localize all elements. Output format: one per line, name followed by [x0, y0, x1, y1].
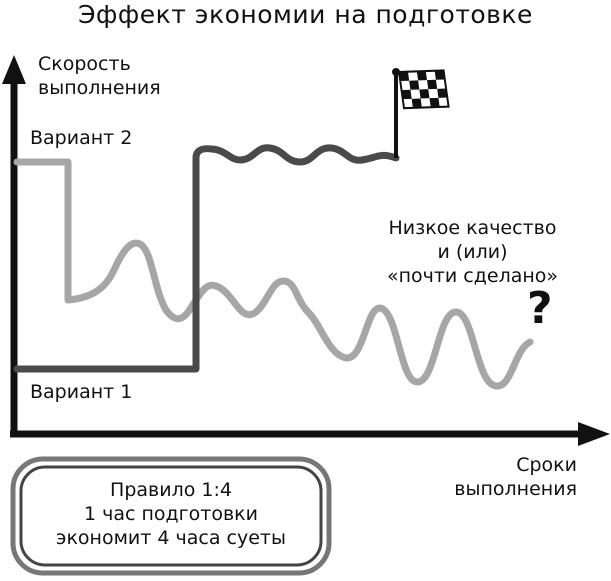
y-axis-label-line: выполнения: [38, 77, 161, 99]
x-axis-arrow: [578, 422, 610, 446]
y-axis-label: Скорость выполнения: [38, 52, 161, 100]
y-axis-label-line: Скорость: [38, 53, 131, 75]
x-axis-label-line: Сроки: [516, 454, 577, 476]
quality-note: Низкое качество и (или) «почти сделано»: [365, 216, 580, 288]
checkered-flag-icon: [392, 68, 450, 158]
question-mark: ?: [527, 283, 553, 334]
variant-1-label: Вариант 1: [30, 381, 133, 403]
page-title: Эффект экономии на подготовке: [78, 0, 533, 29]
rule-title: Правило 1:4: [110, 479, 232, 501]
variant-1-line: [13, 144, 400, 373]
rule-line: экономит 4 часа суеты: [56, 527, 286, 549]
axes: [2, 55, 610, 446]
x-axis-label: Сроки выполнения: [430, 453, 577, 501]
quality-note-line: и (или): [437, 241, 508, 263]
quality-note-line: «почти сделано»: [386, 265, 559, 287]
flag-pole-top: [392, 68, 400, 76]
variant-2-label: Вариант 2: [30, 127, 133, 149]
rule-line: 1 час подготовки: [84, 503, 258, 525]
variant-2-line: [13, 158, 534, 390]
x-axis-label-line: выполнения: [454, 478, 577, 500]
quality-note-line: Низкое качество: [388, 217, 557, 239]
rule-text: Правило 1:4 1 час подготовки экономит 4 …: [10, 478, 332, 550]
y-axis-arrow: [2, 55, 26, 84]
rule-box-frame: [10, 456, 332, 576]
rule-box: Правило 1:4 1 час подготовки экономит 4 …: [10, 456, 332, 576]
